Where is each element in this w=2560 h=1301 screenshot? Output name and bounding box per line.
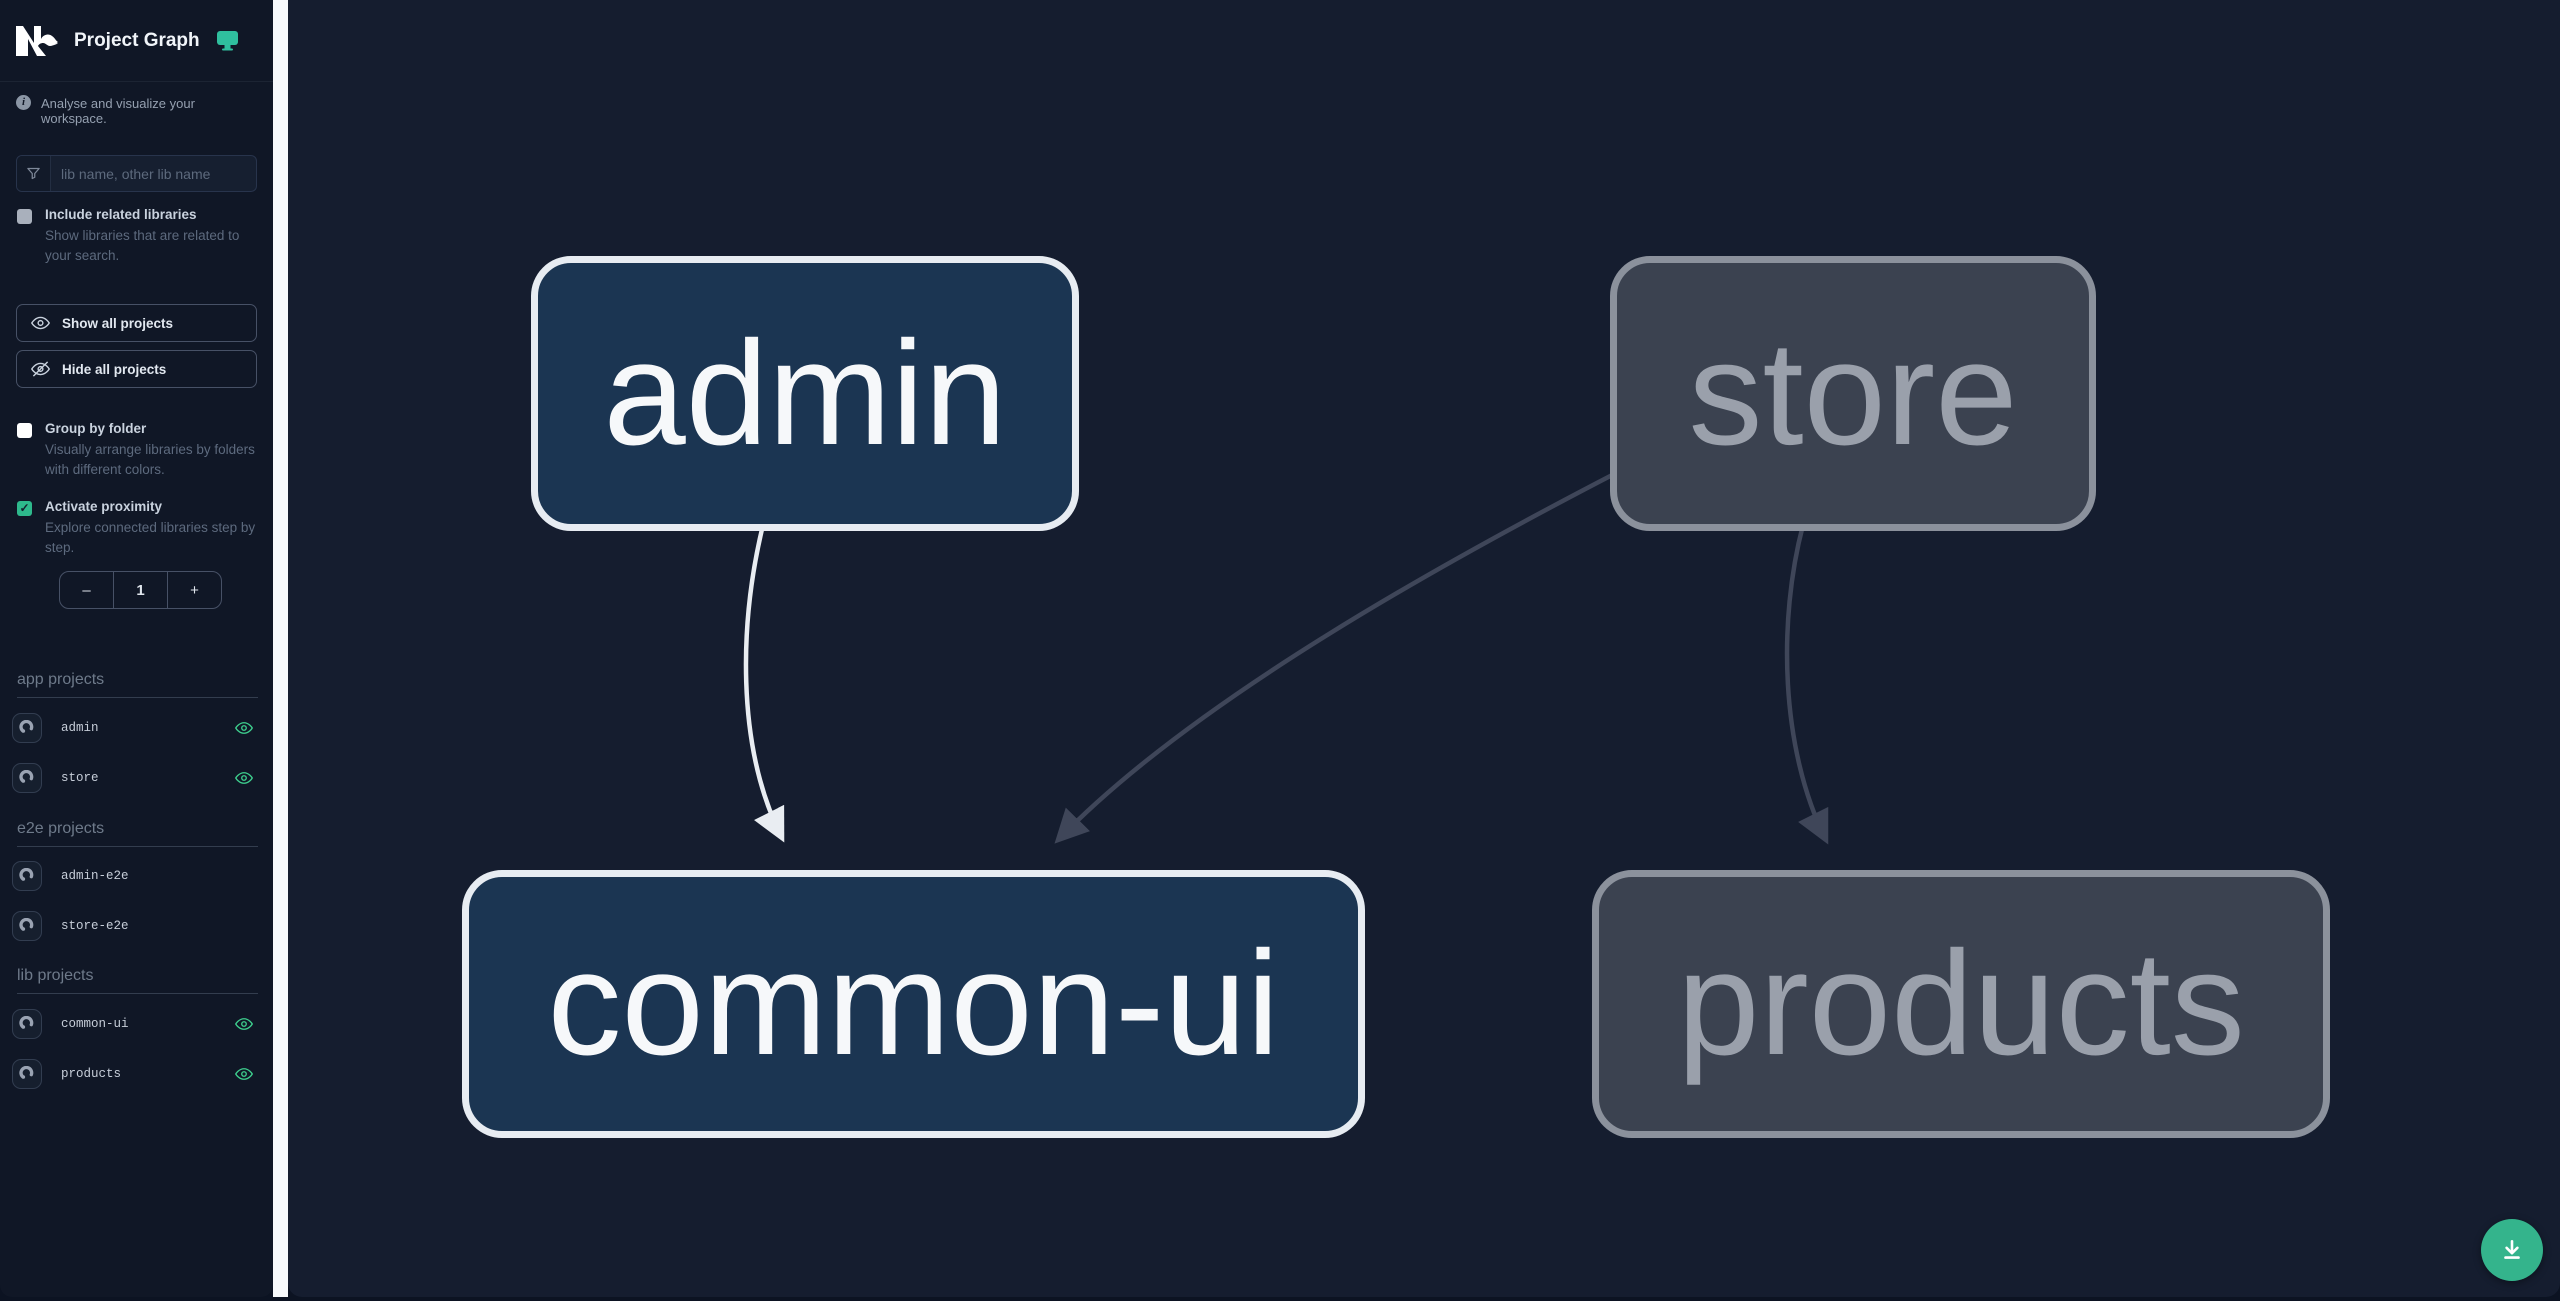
section-title-e2e-projects: e2e projects xyxy=(17,820,258,847)
project-row-store: store xyxy=(12,763,261,793)
activate-proximity-checkbox[interactable]: ✓ xyxy=(17,501,32,516)
toggle-visibility-eye-icon[interactable] xyxy=(235,771,253,785)
focus-project-icon[interactable] xyxy=(12,911,42,941)
project-row-store-e2e: store-e2e xyxy=(12,911,261,941)
graph-edges xyxy=(743,470,1829,845)
group-by-folder-label: Group by folder xyxy=(45,421,147,436)
download-icon xyxy=(2504,1240,2520,1259)
project-row-products: products xyxy=(12,1059,261,1089)
include-related-checkbox-row: Include related libraries Show libraries… xyxy=(17,207,258,267)
edge-admin-to-common-ui[interactable] xyxy=(743,524,785,843)
section-title-app-projects: app projects xyxy=(17,671,258,698)
show-all-projects-button[interactable]: Show all projects xyxy=(16,304,257,342)
include-related-label: Include related libraries xyxy=(45,207,197,222)
sidebar-canvas-divider xyxy=(273,0,288,1297)
proximity-value: 1 xyxy=(113,572,168,608)
project-row-admin: admin xyxy=(12,713,261,743)
edge-store-to-common-ui[interactable] xyxy=(1054,470,1620,844)
toggle-visibility-eye-icon[interactable] xyxy=(235,1017,253,1031)
group-by-folder-checkbox-row: Group by folder Visually arrange librari… xyxy=(17,421,258,481)
include-related-description: Show libraries that are related to your … xyxy=(45,228,240,264)
graph-node-products[interactable]: products xyxy=(1592,870,2330,1138)
search-box xyxy=(16,155,257,192)
nx-logo-icon xyxy=(16,25,58,56)
group-by-folder-description: Visually arrange libraries by folders wi… xyxy=(45,442,255,478)
group-by-folder-checkbox[interactable] xyxy=(17,423,32,438)
focus-project-icon[interactable] xyxy=(12,1009,42,1039)
project-row-common-ui: common-ui xyxy=(12,1009,261,1039)
focus-project-icon[interactable] xyxy=(12,861,42,891)
download-graph-button[interactable] xyxy=(2481,1219,2543,1281)
hide-all-projects-button[interactable]: Hide all projects xyxy=(16,350,257,388)
focus-project-icon[interactable] xyxy=(12,1059,42,1089)
focus-project-icon[interactable] xyxy=(12,763,42,793)
toggle-visibility-eye-icon[interactable] xyxy=(235,1067,253,1081)
workspace-tagline: i Analyse and visualize your workspace. xyxy=(16,95,257,126)
graph-node-admin[interactable]: admin xyxy=(531,256,1079,531)
eye-icon xyxy=(31,316,50,330)
activate-proximity-checkbox-row: ✓ Activate proximity Explore connected l… xyxy=(17,499,258,559)
graph-node-common-ui[interactable]: common-ui xyxy=(462,870,1365,1138)
info-icon: i xyxy=(16,95,31,110)
section-title-lib-projects: lib projects xyxy=(17,967,258,994)
search-input[interactable] xyxy=(51,156,256,191)
include-related-checkbox[interactable] xyxy=(17,209,32,224)
graph-canvas[interactable]: admin store common-ui products xyxy=(288,0,2560,1297)
graph-node-store[interactable]: store xyxy=(1610,256,2096,531)
filter-funnel-icon xyxy=(17,156,51,191)
edge-store-to-products[interactable] xyxy=(1784,524,1829,845)
activate-proximity-description: Explore connected libraries step by step… xyxy=(45,520,256,556)
proximity-decrement-button[interactable]: – xyxy=(82,581,91,599)
proximity-stepper: – 1 + xyxy=(59,571,222,609)
sidebar: Project Graph i Analyse and visualize yo… xyxy=(0,0,273,1297)
toggle-visibility-eye-icon[interactable] xyxy=(235,721,253,735)
eye-off-icon xyxy=(31,361,50,377)
activate-proximity-label: Activate proximity xyxy=(45,499,163,514)
proximity-increment-button[interactable]: + xyxy=(190,581,199,599)
monitor-icon[interactable] xyxy=(216,30,239,51)
page-title: Project Graph xyxy=(74,29,200,51)
project-row-admin-e2e: admin-e2e xyxy=(12,861,261,891)
sidebar-header: Project Graph xyxy=(0,0,273,82)
focus-project-icon[interactable] xyxy=(12,713,42,743)
